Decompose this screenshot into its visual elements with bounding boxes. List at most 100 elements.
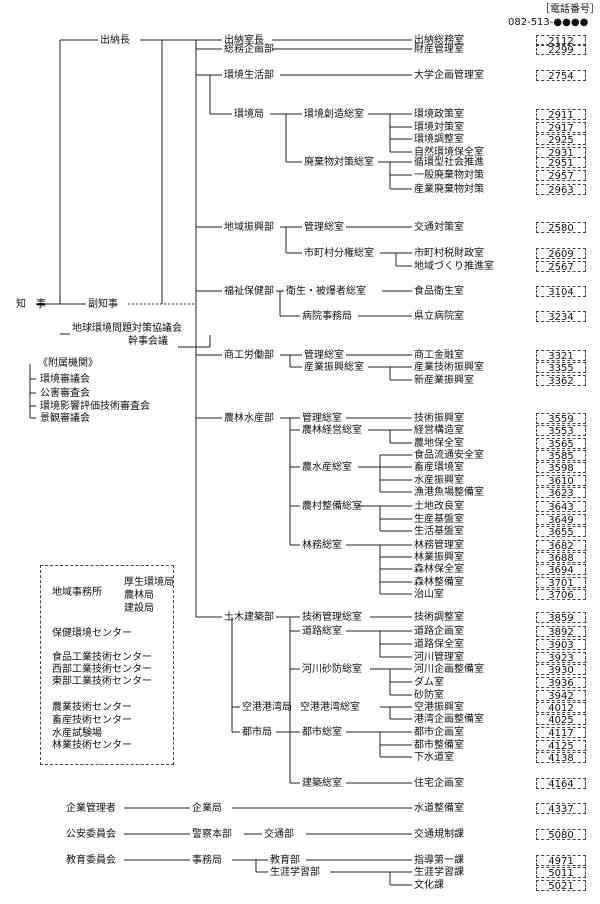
room-name: 財産管理室 [414, 44, 464, 55]
division: 廃棄物対策総室 [304, 157, 374, 168]
phone-extension: 2299 [536, 44, 586, 56]
room-name: 循環型社会推進 [414, 157, 484, 168]
room-name: 自然環境保全室 [414, 147, 484, 158]
center-item: 農業技術センター [52, 702, 132, 713]
phone-extension: 3565 [536, 438, 586, 450]
regional-office: 地域事務所 [52, 587, 102, 598]
room-name: 漁港魚場整備室 [414, 487, 484, 498]
room-name: 環境調整室 [414, 134, 464, 145]
phone-extension: 3706 [536, 589, 586, 601]
room-name: 経営構造室 [414, 425, 464, 436]
division: 道路総室 [302, 626, 342, 637]
center-item: 東部工業技術センター [52, 676, 152, 687]
division: 空港港湾総室 [300, 702, 360, 713]
division: 事務局 [192, 855, 222, 866]
phone-extension: 4025 [536, 714, 586, 726]
phone-extension: 3694 [536, 564, 586, 576]
council-secretaries: 幹事会議 [128, 336, 168, 347]
regional-sub: 建設局 [124, 603, 154, 614]
room-name: 河川管理室 [414, 652, 464, 663]
room-name: 河川企画整備室 [414, 664, 484, 675]
phone-extension: 3643 [536, 501, 586, 513]
room-name: 道路保全室 [414, 639, 464, 650]
division: 産業振興総室 [304, 362, 364, 373]
phone-extension: 3649 [536, 514, 586, 526]
room-name: 文化課 [414, 880, 444, 891]
room-name: 技術振興室 [414, 413, 464, 424]
room-name: 出納総務室 [414, 35, 464, 46]
division: 企業局 [192, 803, 222, 814]
phone-extension: 3355 [536, 362, 586, 374]
division: 管理総室 [302, 413, 342, 424]
room-name: 新産業振興室 [414, 375, 474, 386]
division: 農水産総室 [302, 462, 352, 473]
phone-header-prefix: 082-513-●●●● [508, 17, 589, 28]
phone-extension: 5011 [536, 867, 586, 879]
center-item: 林業技術センター [52, 740, 132, 751]
dept: 農林水産部 [224, 413, 274, 424]
phone-extension: 2951 [536, 157, 586, 169]
affiliated-item: 景観審議会 [40, 413, 90, 424]
phone-extension: 4138 [536, 752, 586, 764]
dept: 地域振興部 [224, 222, 274, 233]
division: 病院事務局 [302, 311, 352, 322]
room-name: 農地保全室 [414, 438, 464, 449]
phone-extension: 3936 [536, 677, 586, 689]
phone-extension: 3623 [536, 487, 586, 499]
room-name: 都市整備室 [414, 740, 464, 751]
center-item: 西部工業技術センター [52, 664, 152, 675]
phone-extension: 5080 [536, 829, 586, 841]
phone-extension: 3930 [536, 664, 586, 676]
room-name: 林業振興室 [414, 552, 464, 563]
division: 環境創造総室 [304, 109, 364, 120]
phone-extension: 3559 [536, 413, 586, 425]
phone-extension: 4971 [536, 855, 586, 867]
room-name: 環境政策室 [414, 109, 464, 120]
phone-extension: 3903 [536, 639, 586, 651]
phone-extension: 4164 [536, 778, 586, 790]
division: 技術管理総室 [302, 612, 362, 623]
dept: 土木建築部 [224, 612, 274, 623]
room-name: 食品流通安全室 [414, 450, 484, 461]
room-name: 土地改良室 [414, 501, 464, 512]
division: 生涯学習部 [270, 867, 320, 878]
dept: 総務企画部 [224, 44, 274, 55]
room-name: 産業廃棄物対策 [414, 184, 484, 195]
phone-extension: 2917 [536, 122, 586, 134]
center-item: 畜産技術センター [52, 715, 132, 726]
room-name: 生活基盤室 [414, 526, 464, 537]
affiliated-item: 環境影響評価技術審査会 [40, 401, 150, 412]
phone-extension: 3682 [536, 540, 586, 552]
room-name: 食品衛生室 [414, 286, 464, 297]
room-name: 都市企画室 [414, 727, 464, 738]
dept: 環境生活部 [224, 70, 274, 81]
phone-extension: 3362 [536, 375, 586, 387]
room-name: 交通規制課 [414, 829, 464, 840]
dept: 企業管理者 [66, 803, 116, 814]
phone-extension: 4012 [536, 702, 586, 714]
affiliated-title: 《附属機関》 [38, 358, 98, 369]
room-name: 市町村税財政室 [414, 248, 484, 259]
phone-extension: 2580 [536, 222, 586, 234]
room-name: 林務管理室 [414, 540, 464, 551]
division: 警察本部 [192, 829, 232, 840]
room-name: 森林整備室 [414, 577, 464, 588]
phone-extension: 3321 [536, 350, 586, 362]
room-name: 水道整備室 [414, 803, 464, 814]
division: 農林経営総室 [302, 425, 362, 436]
room-name: 生涯学習課 [414, 867, 464, 878]
phone-extension: 2925 [536, 134, 586, 146]
regional-offices-box [40, 565, 174, 765]
regional-sub: 農林局 [124, 590, 154, 601]
division: 管理総室 [304, 350, 344, 361]
phone-extension: 3553 [536, 425, 586, 437]
room-name: 生産基盤室 [414, 514, 464, 525]
phone-extension: 2112 [536, 35, 586, 47]
governor: 知 事 [16, 299, 46, 310]
affiliated-item: 環境審議会 [40, 374, 90, 385]
phone-extension: 3598 [536, 462, 586, 474]
phone-extension: 3688 [536, 552, 586, 564]
division: 教育部 [270, 855, 300, 866]
room-name: 畜産環境室 [414, 462, 464, 473]
